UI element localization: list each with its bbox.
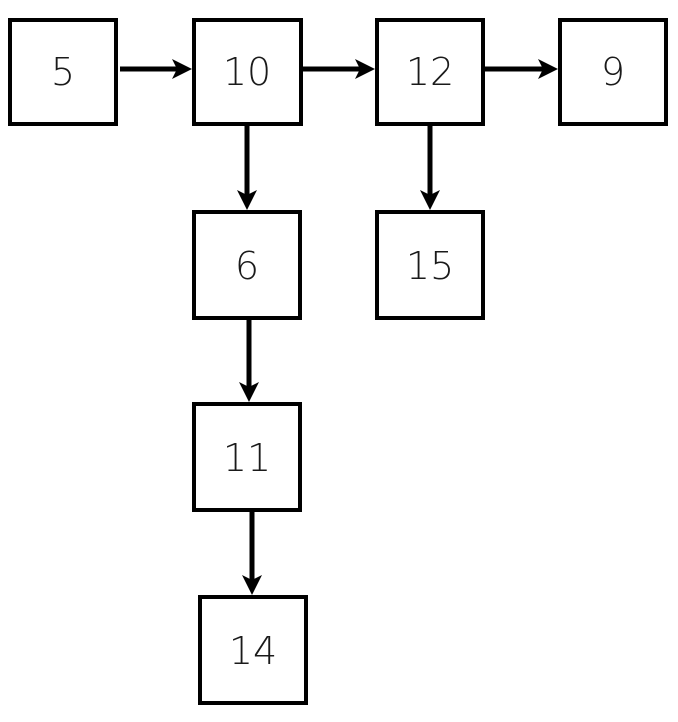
arrowhead-icon [239, 382, 259, 402]
arrowhead-icon [355, 59, 375, 79]
node-label: 15 [406, 244, 454, 288]
edge-11-to-14[interactable] [242, 512, 262, 595]
edge-12-to-15[interactable] [420, 126, 440, 210]
node-label: 10 [223, 50, 271, 94]
node-label: 6 [235, 244, 259, 288]
node-box [192, 18, 303, 126]
node-label: 14 [229, 629, 277, 673]
node-box [375, 210, 485, 320]
node-label: 11 [223, 436, 271, 480]
node-9[interactable]: 9 [558, 18, 668, 126]
node-11[interactable]: 11 [192, 402, 302, 512]
node-12[interactable]: 12 [375, 18, 485, 126]
edge-5-to-10[interactable] [120, 59, 192, 79]
node-box [375, 18, 485, 126]
node-5[interactable]: 5 [8, 18, 118, 126]
edge-group [120, 59, 558, 595]
node-box [192, 210, 302, 320]
node-label: 5 [51, 50, 75, 94]
node-group: 5 10 12 9 6 15 [8, 18, 668, 705]
node-14[interactable]: 14 [198, 595, 308, 705]
node-box [8, 18, 118, 126]
edge-12-to-9[interactable] [485, 59, 558, 79]
edge-10-to-12[interactable] [303, 59, 375, 79]
edge-6-to-11[interactable] [239, 320, 259, 402]
edge-10-to-6[interactable] [237, 126, 257, 210]
node-10[interactable]: 10 [192, 18, 303, 126]
node-6[interactable]: 6 [192, 210, 302, 320]
node-box [558, 18, 668, 126]
node-15[interactable]: 15 [375, 210, 485, 320]
arrowhead-icon [538, 59, 558, 79]
node-label: 12 [406, 50, 454, 94]
node-box [192, 402, 302, 512]
node-label: 9 [601, 50, 625, 94]
arrowhead-icon [242, 575, 262, 595]
node-box [198, 595, 308, 705]
arrowhead-icon [420, 190, 440, 210]
arrowhead-icon [172, 59, 192, 79]
arrowhead-icon [237, 190, 257, 210]
